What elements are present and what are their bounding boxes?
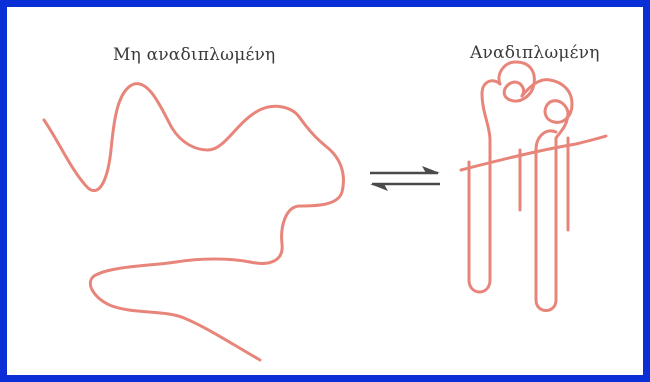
folded-inner-hairpin (536, 112, 568, 311)
folded-crossing-strand (461, 136, 606, 170)
folded-loop-left (499, 62, 534, 101)
folded-outer-hairpin (469, 81, 500, 292)
folded-strand (461, 62, 606, 311)
unfolded-strand (44, 84, 343, 360)
reversible-arrows-icon (370, 166, 440, 191)
folded-loop-right (522, 80, 572, 123)
